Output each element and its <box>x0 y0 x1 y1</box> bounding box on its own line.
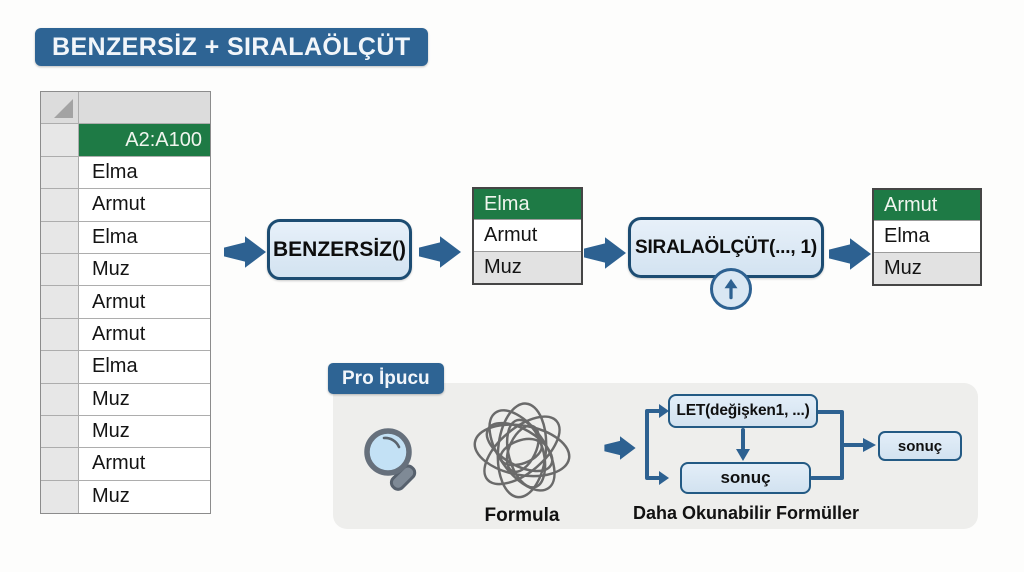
tip-arrow-icon <box>604 436 636 460</box>
sort-ascending-badge <box>710 268 752 310</box>
sheet-cell: Armut <box>79 318 210 351</box>
sheet-row: Muz <box>41 415 210 449</box>
pro-tip-panel <box>333 383 978 529</box>
sheet-row: Muz <box>41 383 210 416</box>
result-cell: Muz <box>474 251 581 284</box>
flow-arrow-icon <box>419 236 461 268</box>
select-all-corner <box>41 92 79 124</box>
result-cell: Muz <box>874 252 980 285</box>
up-arrow-icon <box>724 278 738 300</box>
formula-caption: Formula <box>484 505 560 526</box>
tangled-formula-icon <box>473 402 571 499</box>
sheet-row: Armut <box>41 189 210 222</box>
sheet-row: Muz <box>41 480 210 514</box>
sheet-row: Elma <box>41 351 210 384</box>
sheet-row: Elma <box>41 156 210 190</box>
sheet-row: Elma <box>41 221 210 254</box>
result-cell: Armut <box>474 220 581 252</box>
title-banner: BENZERSİZ + SIRALAÖLÇÜT <box>35 28 428 66</box>
sheet-row: Muz <box>41 253 210 287</box>
result-header-cell: Elma <box>474 189 581 221</box>
sheet-cell: Elma <box>79 221 210 253</box>
sheet-row: Armut <box>41 448 210 481</box>
flow-arrow-icon <box>224 236 266 268</box>
sheet-cell: Muz <box>79 415 210 448</box>
sheet-row: Armut <box>41 286 210 319</box>
column-header-cell <box>79 92 210 124</box>
result-header-cell: Armut <box>874 190 980 222</box>
result-box-1: sonuç <box>680 462 811 494</box>
sheet-header-row <box>41 92 210 125</box>
sheet-cell: Armut <box>79 448 210 480</box>
sheet-cell: Muz <box>79 253 210 286</box>
sheet-cell: Elma <box>79 351 210 383</box>
sheet-cell: Muz <box>79 383 210 415</box>
sorted-result-table: Armut Elma Muz <box>872 188 982 287</box>
readable-formulas-caption: Daha Okunabilir Formüller <box>633 503 860 523</box>
sheet-row: A2:A100 <box>41 124 210 157</box>
result-cell: Elma <box>874 221 980 253</box>
pro-tip-label: Pro İpucu <box>328 363 444 394</box>
sheet-cell: Elma <box>79 156 210 189</box>
flow-arrow-icon <box>584 237 626 269</box>
benzersiz-function-box: BENZERSİZ() <box>267 219 412 280</box>
sheet-cell: Armut <box>79 286 210 318</box>
spreadsheet-table: A2:A100 Elma Armut Elma Muz Armut Armut … <box>40 91 211 515</box>
sheet-cell: Muz <box>79 480 210 514</box>
unique-result-table: Elma Armut Muz <box>472 187 583 286</box>
let-box: LET(değişken1, ...) <box>668 394 818 428</box>
result-box-2: sonuç <box>878 431 962 461</box>
siralaolcut-function-box: SIRALAÖLÇÜT(..., 1) <box>628 217 824 278</box>
sheet-row: Armut <box>41 318 210 352</box>
sheet-cell: Armut <box>79 189 210 221</box>
magnifier-icon <box>364 428 417 491</box>
flow-arrow-icon <box>829 238 871 270</box>
flow-connectors <box>645 404 876 485</box>
select-all-triangle-icon <box>54 99 73 119</box>
range-cell: A2:A100 <box>79 124 210 156</box>
